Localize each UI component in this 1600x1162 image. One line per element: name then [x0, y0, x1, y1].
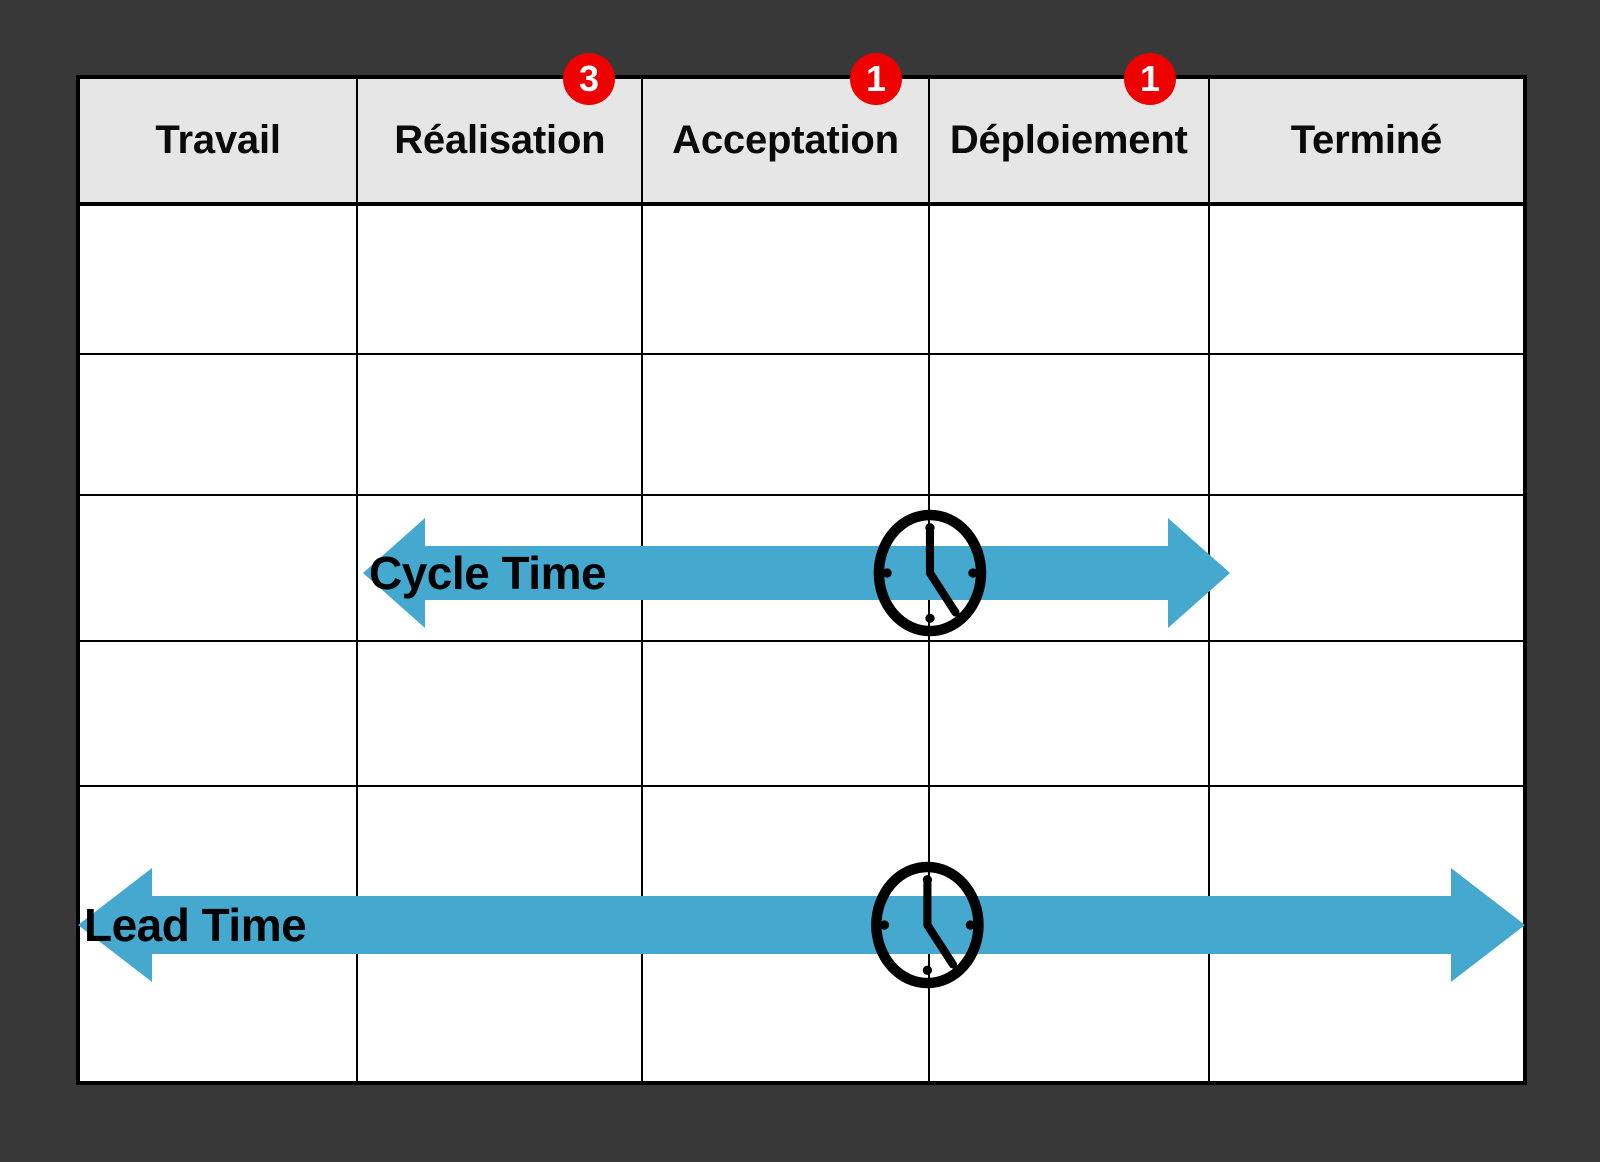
- board-cell[interactable]: [358, 354, 644, 497]
- wip-limit-value: 1: [865, 58, 887, 99]
- wip-limit-value: 1: [1139, 58, 1161, 99]
- column-header-deploiement[interactable]: Déploiement: [929, 79, 1210, 206]
- board-cell[interactable]: [1209, 642, 1523, 787]
- board-cell[interactable]: [643, 354, 930, 497]
- arrow-polygon: [78, 868, 1525, 982]
- board-cell[interactable]: [1209, 355, 1523, 497]
- board-cell[interactable]: [80, 206, 359, 355]
- board-cell[interactable]: [643, 642, 930, 787]
- wip-limit-badge-deploiement[interactable]: 1: [1124, 53, 1176, 105]
- column-header-label: Travail: [155, 118, 281, 162]
- double-arrow-shape: [78, 868, 1525, 982]
- column-header-label: Acceptation: [672, 118, 899, 162]
- column-header-termine[interactable]: Terminé: [1209, 79, 1523, 206]
- arrow-polygon: [363, 518, 1230, 628]
- board-cell[interactable]: [929, 206, 1210, 355]
- board-cell[interactable]: [929, 354, 1210, 497]
- lead-time-arrow: Lead Time: [78, 860, 1525, 990]
- wip-limit-badge-acceptation[interactable]: 1: [850, 53, 902, 105]
- board-cell[interactable]: [80, 354, 359, 497]
- column-header-label: Réalisation: [394, 118, 606, 162]
- board-cell[interactable]: [80, 496, 359, 642]
- wip-limit-badge-realisation[interactable]: 3: [563, 53, 615, 105]
- column-header-label: Déploiement: [949, 118, 1188, 162]
- wip-limit-value: 3: [578, 58, 600, 99]
- board-cell[interactable]: [1209, 496, 1523, 642]
- column-header-acceptation[interactable]: Acceptation: [643, 79, 930, 206]
- cycle-time-arrow: Cycle Time: [363, 508, 1230, 638]
- double-arrow-shape: [363, 518, 1230, 628]
- board-cell[interactable]: [643, 206, 930, 355]
- column-header-label: Terminé: [1290, 118, 1443, 162]
- board-cell[interactable]: [358, 642, 644, 787]
- board-cell[interactable]: [1209, 206, 1523, 355]
- column-header-travail[interactable]: Travail: [80, 79, 359, 206]
- board-cell[interactable]: [358, 206, 644, 355]
- board-cell[interactable]: [929, 642, 1210, 787]
- board-grid: Travail Réalisation Acceptation Déploiem…: [80, 79, 1523, 1081]
- board-cell[interactable]: [80, 642, 359, 787]
